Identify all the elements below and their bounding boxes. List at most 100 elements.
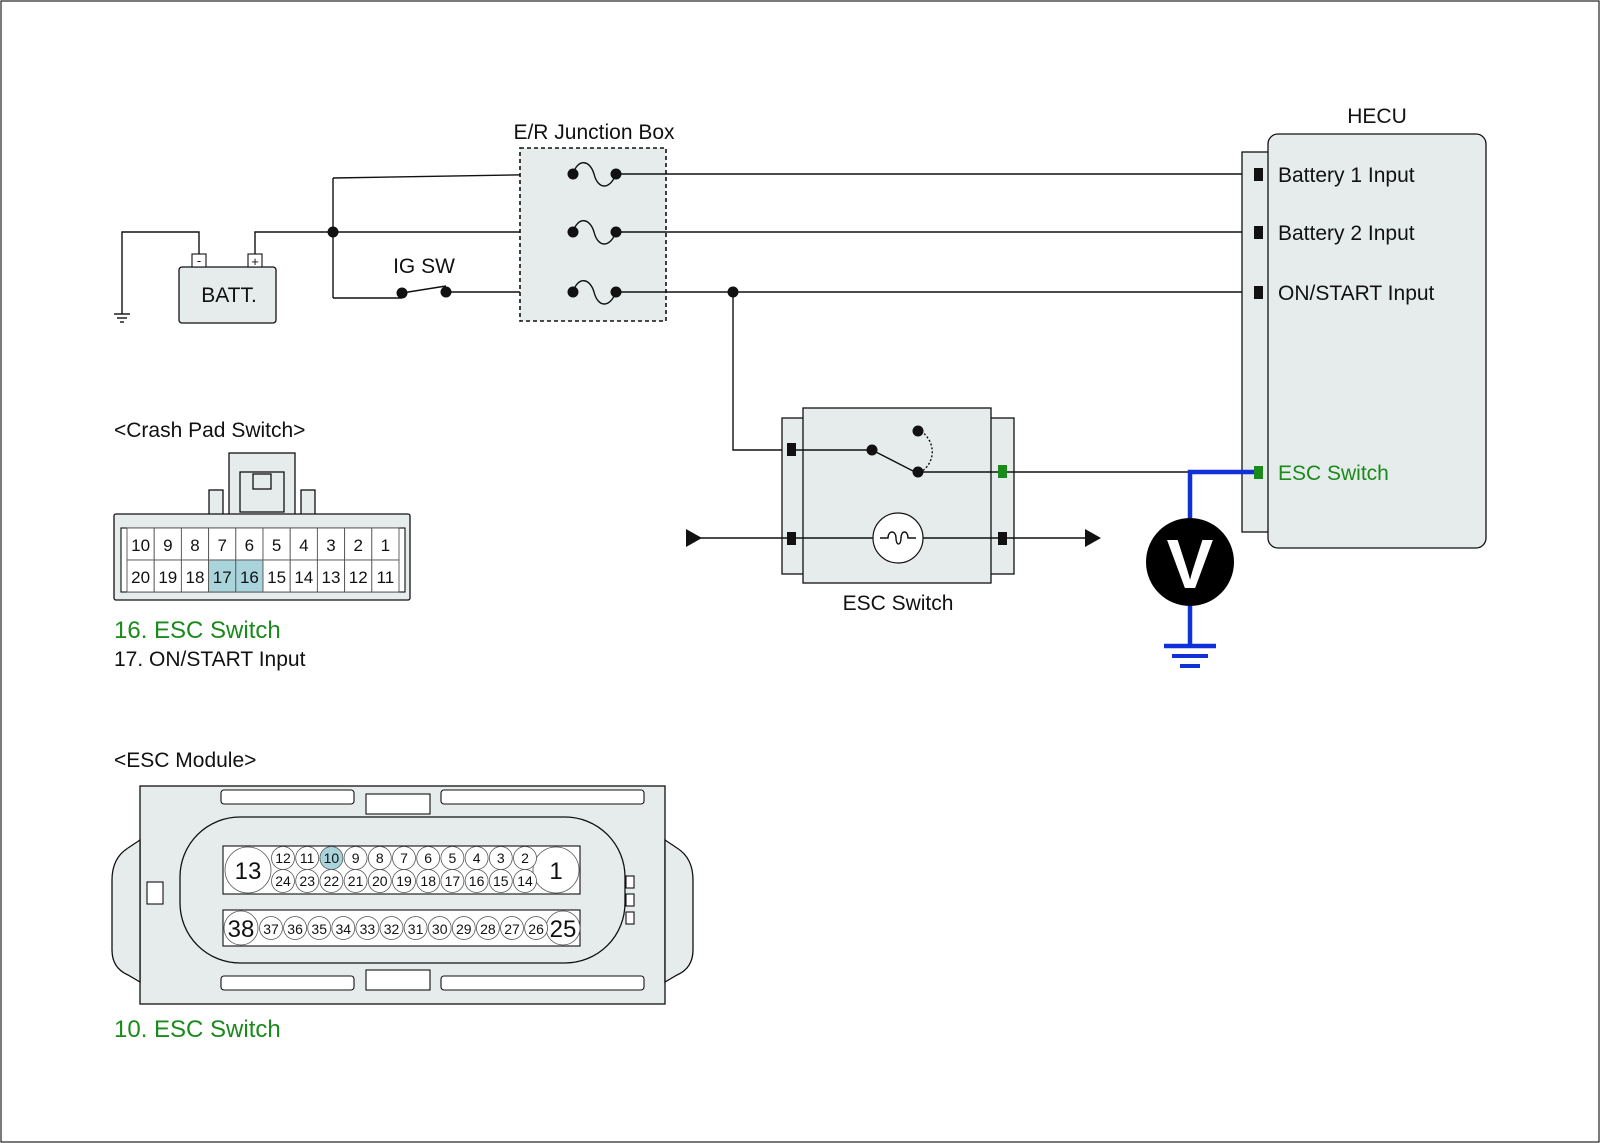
battery: - + BATT. [178, 253, 277, 324]
pin-number: 24 [275, 873, 291, 889]
pin-number: 35 [311, 921, 327, 937]
connector-pin [259, 916, 283, 940]
connector-pin [331, 916, 356, 940]
connector-pin [488, 869, 513, 893]
pin-number: 16 [469, 873, 485, 889]
pin-number: 18 [186, 568, 205, 587]
pin-number: 4 [299, 536, 308, 555]
pin-number: 32 [384, 921, 400, 937]
pin-number: 20 [131, 568, 150, 587]
connector-pin [427, 916, 452, 940]
batt-label: BATT. [201, 284, 257, 307]
pin-number: 10 [131, 536, 150, 555]
connector-pin [464, 869, 489, 893]
connector-pin [416, 869, 441, 893]
connector-pin [500, 916, 524, 940]
pin-number: 21 [348, 873, 364, 889]
connector-pin [367, 869, 392, 893]
fuse-icon [567, 162, 622, 187]
connector-pin [451, 916, 476, 940]
pin-number: 31 [408, 921, 424, 937]
voltmeter-label: V [1167, 525, 1214, 603]
pin-number: 12 [349, 568, 368, 587]
pin-number: 17 [445, 873, 461, 889]
batt-plus-sign: + [251, 254, 259, 269]
pin-number: 9 [352, 850, 360, 866]
esc-module-connector [111, 785, 694, 1005]
pin-number: 19 [396, 873, 412, 889]
pin-number: 6 [245, 536, 254, 555]
pin-number: 5 [272, 536, 281, 555]
pin-number: 17 [213, 568, 232, 587]
voltmeter-icon: V [1146, 518, 1234, 606]
pin-number: 33 [360, 921, 376, 937]
connector-pin [271, 869, 295, 893]
ground-wire [121, 231, 200, 306]
pin-number: 27 [504, 921, 520, 937]
pin-number: 13 [235, 858, 262, 885]
pin-number: 8 [376, 850, 384, 866]
ig-sw-label: IG SW [393, 255, 455, 278]
pin-number: 9 [163, 536, 172, 555]
connector-pin [180, 527, 210, 561]
pin-number: 15 [493, 873, 509, 889]
connector-pin [392, 869, 416, 893]
pin-number: 2 [353, 536, 362, 555]
connector-pin [307, 916, 332, 940]
pin-number: 19 [158, 568, 177, 587]
pin-number: 36 [287, 921, 303, 937]
hecu-pin-on-start: ON/START Input [1278, 282, 1435, 305]
crash-pad-title: <Crash Pad Switch> [114, 419, 305, 442]
ground-icon [1164, 643, 1216, 668]
pin-number: 37 [263, 921, 279, 937]
connector-pin [524, 916, 548, 940]
batt-minus-sign: - [197, 253, 201, 268]
pin-number: 11 [377, 568, 395, 587]
pin-number: 12 [275, 850, 291, 866]
pin-number: 6 [424, 850, 432, 866]
pin-number: 28 [480, 921, 496, 937]
crash-pad-note-17: 17. ON/START Input [114, 648, 306, 671]
hecu-title: HECU [1347, 105, 1407, 128]
connector-pin [153, 527, 182, 561]
pin-number: 26 [528, 921, 544, 937]
junction-box-title: E/R Junction Box [513, 121, 675, 144]
chassis-ground-icon [114, 306, 130, 323]
pin-number: 38 [228, 916, 255, 943]
connector-pin [224, 846, 272, 894]
pin-number: 8 [190, 536, 199, 555]
connector-pin [343, 869, 368, 893]
connector-pin [262, 559, 291, 593]
pin-number: 3 [497, 850, 505, 866]
connector-pin [126, 559, 155, 593]
esc-switch-label: ESC Switch [843, 592, 954, 615]
pin-number: 30 [432, 921, 448, 937]
pin-number: 15 [267, 568, 286, 587]
lamp-icon [872, 512, 924, 564]
connector-pin [532, 846, 580, 894]
pin-number: 29 [456, 921, 472, 937]
connector-pin [289, 559, 318, 593]
pin-number: 5 [449, 850, 457, 866]
connector-pin [126, 527, 155, 561]
pin-number: 2 [521, 850, 529, 866]
connector-pin [289, 527, 318, 561]
connector-pin [235, 559, 264, 593]
arrow-right-icon [1085, 529, 1101, 547]
hecu-pin-battery-1: Battery 1 Input [1278, 164, 1415, 187]
pin-number: 11 [300, 850, 315, 866]
hecu-pin-battery-2: Battery 2 Input [1278, 222, 1415, 245]
pin-number: 4 [473, 850, 481, 866]
battery-positive-wire [254, 231, 333, 254]
connector-pin [475, 916, 500, 940]
esc-module-title: <ESC Module> [114, 749, 256, 772]
fuse-icon [567, 220, 622, 245]
connector-pin [371, 559, 400, 593]
pin-number: 1 [381, 536, 390, 555]
pin-number: 13 [322, 568, 341, 587]
connector-pin [283, 916, 308, 940]
connector-pin [403, 916, 428, 940]
